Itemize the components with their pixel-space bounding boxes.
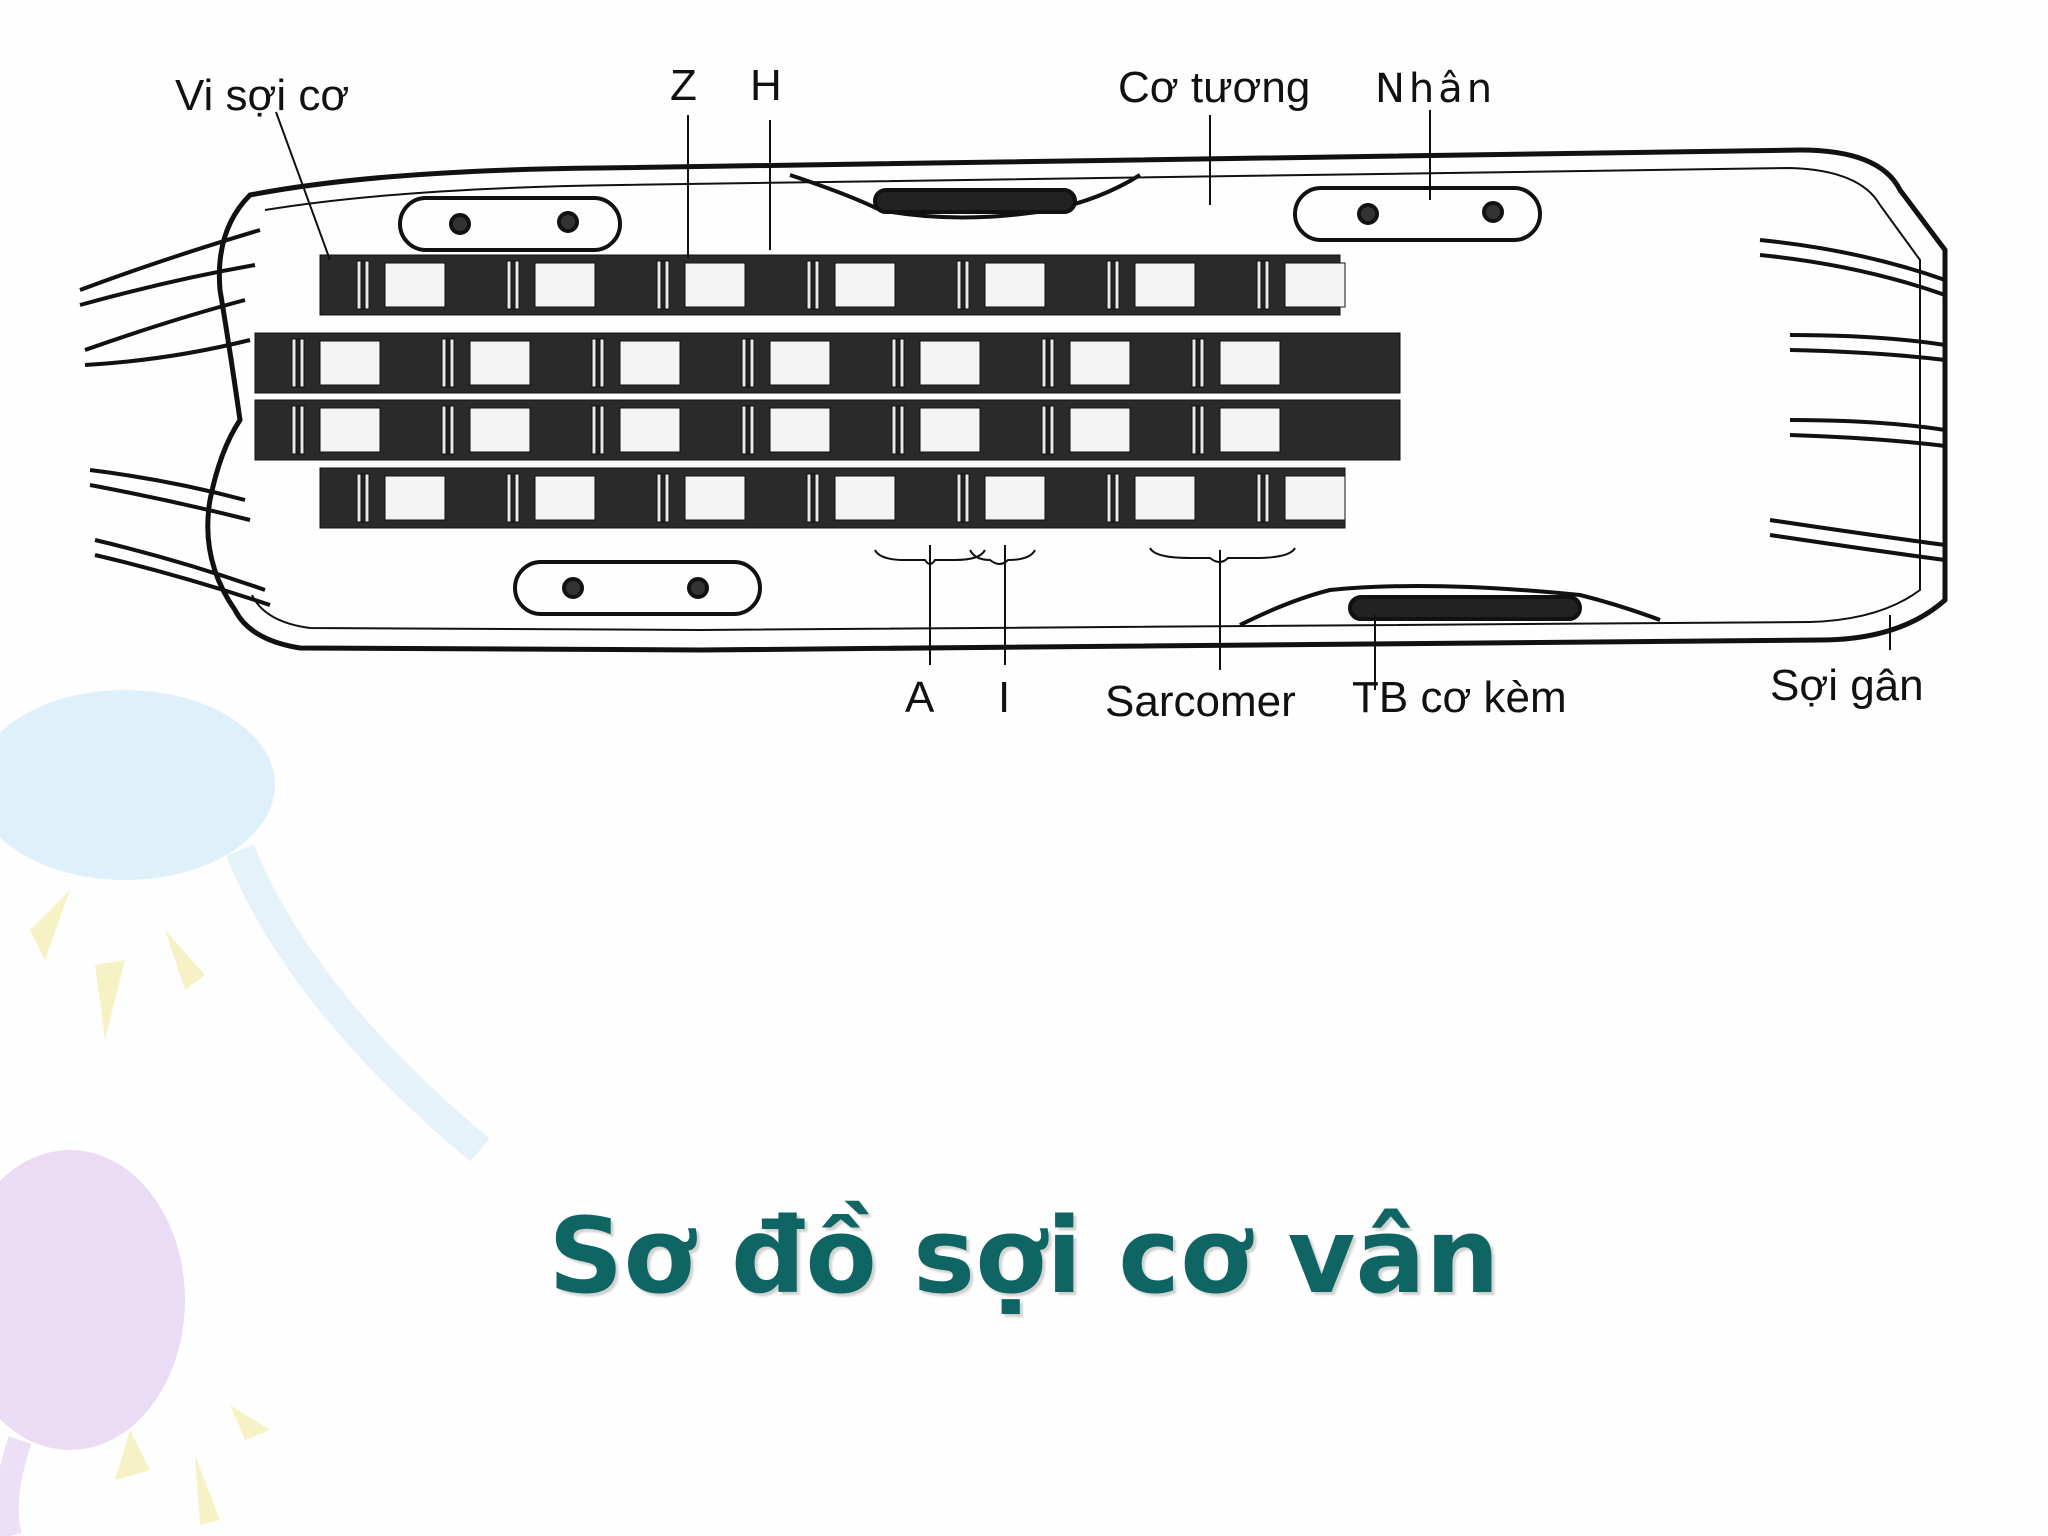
i-band xyxy=(984,262,1046,308)
i-band xyxy=(684,475,746,521)
i-band xyxy=(1134,262,1196,308)
myofibril xyxy=(254,332,1401,394)
i-band xyxy=(1284,262,1346,308)
nucleus xyxy=(513,560,762,616)
i-band xyxy=(319,340,381,386)
ray-3 xyxy=(165,930,205,990)
i-band xyxy=(534,262,596,308)
diagram-labels: Vi sợi cơ Z H Cơ tương Nhân A I Sarcomer… xyxy=(175,61,1924,726)
i-band xyxy=(1219,340,1281,386)
label-soi-gan: Sợi gân xyxy=(1770,661,1924,710)
i-band xyxy=(1284,475,1346,521)
i-band xyxy=(469,407,531,453)
balloon-string xyxy=(226,844,490,1162)
i-band xyxy=(769,407,831,453)
tendon-right xyxy=(1759,238,1946,562)
background-decoration xyxy=(0,690,490,1536)
label-i: I xyxy=(998,673,1010,722)
i-band xyxy=(469,340,531,386)
nucleus xyxy=(398,196,622,252)
nuclei xyxy=(398,186,1542,616)
label-co-tuong: Cơ tương xyxy=(1118,63,1310,112)
i-band xyxy=(919,340,981,386)
i-band xyxy=(834,475,896,521)
fiber-inner-outline xyxy=(251,166,1921,632)
i-band xyxy=(684,262,746,308)
satellite-cell-bottom xyxy=(1239,584,1661,627)
i-band xyxy=(769,340,831,386)
myofibril xyxy=(319,254,1346,316)
label-z: Z xyxy=(670,61,697,110)
i-band xyxy=(1069,340,1131,386)
myofibril xyxy=(319,467,1346,529)
ray-6 xyxy=(195,1455,220,1525)
i-band xyxy=(619,407,681,453)
ray-1 xyxy=(30,890,70,960)
ray-2 xyxy=(95,960,125,1040)
purple-balloon xyxy=(0,1150,185,1450)
label-vi-soi-co: Vi sợi cơ xyxy=(175,71,349,120)
myofibrils xyxy=(254,254,1401,529)
satellite-cells xyxy=(789,173,1661,627)
satellite-cell-top xyxy=(789,173,1142,220)
ray-4 xyxy=(230,1405,270,1440)
i-band xyxy=(1134,475,1196,521)
i-band xyxy=(384,262,446,308)
tendon-left xyxy=(79,228,271,607)
i-band xyxy=(984,475,1046,521)
ray-5 xyxy=(115,1430,150,1480)
i-band xyxy=(534,475,596,521)
i-band xyxy=(834,262,896,308)
purple-balloon-tail xyxy=(0,1436,32,1536)
label-sarcomer: Sarcomer xyxy=(1105,677,1296,726)
i-band xyxy=(384,475,446,521)
i-band xyxy=(1069,407,1131,453)
label-tb-co-kem: TB cơ kèm xyxy=(1352,673,1567,722)
i-band xyxy=(1219,407,1281,453)
braces xyxy=(874,547,1296,565)
leader-lines xyxy=(275,110,1891,690)
i-band xyxy=(919,407,981,453)
fiber-outline xyxy=(205,147,1948,653)
i-band xyxy=(619,340,681,386)
label-h: H xyxy=(750,61,782,110)
blue-balloon xyxy=(0,690,275,880)
nucleus xyxy=(1293,186,1542,242)
muscle-fiber-diagram xyxy=(79,110,1948,690)
label-a: A xyxy=(905,673,935,722)
myofibril xyxy=(254,399,1401,461)
label-nhan: Nhân xyxy=(1375,66,1496,112)
i-band xyxy=(319,407,381,453)
slide-title: Sơ đồ sợi cơ vân xyxy=(548,1195,1500,1317)
